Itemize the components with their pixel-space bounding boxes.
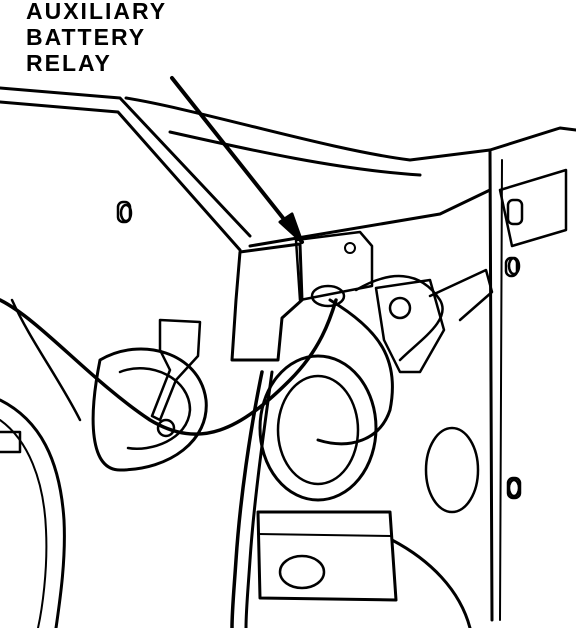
callout-arrow bbox=[170, 76, 304, 244]
horn-housing bbox=[91, 347, 208, 472]
cowl-edge bbox=[124, 96, 492, 162]
left-edge-detail bbox=[0, 430, 22, 454]
clip-screw bbox=[156, 418, 176, 438]
lower-connector bbox=[278, 554, 326, 590]
bulkhead-top bbox=[488, 126, 576, 152]
right-strap bbox=[428, 268, 494, 322]
lower-right-cable bbox=[390, 538, 472, 628]
right-opening bbox=[424, 426, 480, 514]
horn-inner-ring bbox=[118, 367, 192, 450]
reference-marks bbox=[119, 203, 521, 498]
lower-box bbox=[256, 510, 398, 602]
bulkhead-right-edge bbox=[499, 159, 503, 621]
cowl-lower-edge bbox=[168, 130, 422, 177]
bulkhead-left-edge bbox=[488, 148, 494, 622]
right-terminal bbox=[388, 296, 412, 320]
harness-branch-left bbox=[10, 298, 82, 422]
bulkhead-flange bbox=[498, 168, 568, 248]
firewall-top bbox=[248, 188, 492, 248]
left-frame-lower bbox=[0, 398, 66, 628]
lower-box-lip bbox=[257, 533, 393, 537]
callout-line-3: RELAY bbox=[26, 50, 112, 76]
callout-line-1: AUXILIARY bbox=[26, 0, 168, 24]
relay-terminal bbox=[310, 284, 346, 308]
harness-upper bbox=[354, 274, 444, 362]
wire-clip bbox=[150, 318, 202, 422]
right-bracket bbox=[374, 278, 446, 374]
callout-line-2: BATTERY bbox=[26, 24, 147, 50]
callout-label: AUXILIARY BATTERY RELAY bbox=[26, 0, 167, 76]
fender-edge bbox=[0, 86, 252, 252]
relay-bracket bbox=[230, 242, 304, 362]
harness-down bbox=[230, 370, 264, 628]
harness-right bbox=[316, 298, 394, 446]
center-grommet bbox=[258, 354, 378, 502]
bolt-upper-right bbox=[506, 198, 524, 226]
relay-stud bbox=[344, 242, 356, 254]
center-grommet-inner bbox=[276, 374, 360, 486]
relay-body bbox=[294, 230, 374, 302]
callout-arrow-head bbox=[278, 212, 304, 244]
harness-down-2 bbox=[244, 370, 274, 628]
harness-main bbox=[0, 298, 338, 436]
